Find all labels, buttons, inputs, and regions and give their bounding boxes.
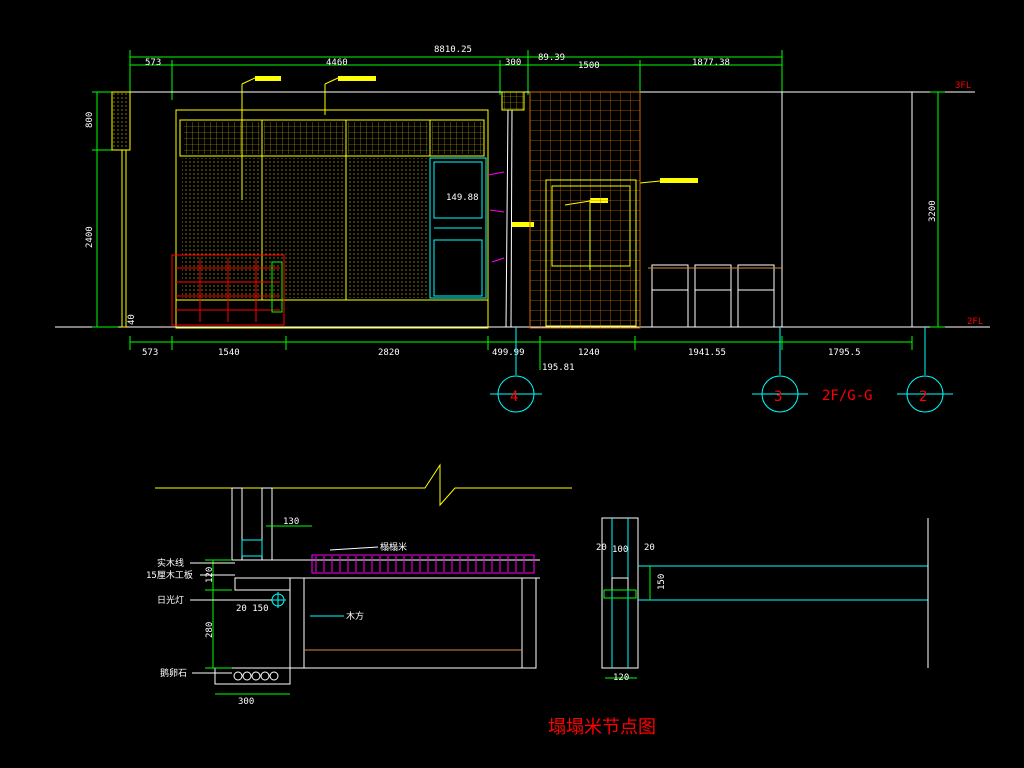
frame-section-detail: 20 100 20 150 120 <box>596 517 929 683</box>
dim-bottom-4: 1240 <box>578 348 600 358</box>
dim-left-2: 40 <box>127 314 137 325</box>
dim-top-3: 1500 <box>578 61 600 71</box>
dim-top-0: 573 <box>145 58 161 68</box>
label-wood-molding: 实木线 <box>157 557 184 569</box>
axis-4: 4 <box>510 389 518 405</box>
dim-detail-300: 300 <box>238 697 254 707</box>
glass-door: 149.88 <box>429 157 487 299</box>
dim-bottom-0: 573 <box>142 348 158 358</box>
dim-door: 149.88 <box>446 193 479 203</box>
label-wood-joist: 木方 <box>346 610 364 622</box>
red-cabinet <box>171 254 285 326</box>
inner-doorway <box>545 179 637 327</box>
dim-top-total: 8810.25 <box>434 45 472 55</box>
dim-detail-120: 120 <box>205 567 215 583</box>
dim-frame-100: 100 <box>612 545 628 555</box>
axis-3: 3 <box>774 389 782 405</box>
top-dimension-chain: 8810.25 89.39 573 4460 300 1500 1877.38 <box>129 45 783 100</box>
break-line <box>155 463 572 507</box>
dim-frame-20a: 20 <box>596 543 607 553</box>
left-pillar-top <box>111 91 131 151</box>
dim-frame-120: 120 <box>613 673 629 683</box>
level-2fl: 2FL <box>967 317 983 327</box>
dim-top-2: 300 <box>505 58 521 68</box>
bottom-dimension-chain: 573 1540 2820 499.99 1240 1941.55 1795.5… <box>129 336 913 373</box>
label-plywood: 15厘木工板 <box>146 569 193 581</box>
dim-bottom-small: 195.81 <box>542 363 575 373</box>
tatami-mat-hatch <box>315 556 525 572</box>
dim-detail-20-150: 20 150 <box>236 604 269 614</box>
dim-frame-20b: 20 <box>644 543 655 553</box>
axis-section-label: 2F/G-G <box>822 388 873 404</box>
axis-markers: 4 3 2F/G-G 2 <box>490 327 953 413</box>
dim-top-4: 1877.38 <box>692 58 730 68</box>
dim-right: 3200 <box>928 200 938 222</box>
label-fluorescent: 日光灯 <box>157 594 184 606</box>
sliding-screen-wall <box>175 109 489 329</box>
label-pebbles: 鹅卵石 <box>160 667 187 679</box>
level-3fl: 3FL <box>955 81 971 91</box>
tatami-section-detail: 实木线 15厘木工板 日光灯 鹅卵石 木方 榻榻米 120 280 20 150… <box>146 463 572 707</box>
dim-left-0: 800 <box>85 112 95 128</box>
grid-wall <box>529 91 641 329</box>
dim-detail-130: 130 <box>283 517 299 527</box>
dim-top-1: 4460 <box>326 58 348 68</box>
dim-bottom-3: 499.99 <box>492 348 525 358</box>
left-pillar-post <box>121 149 127 328</box>
right-dimension: 3200 <box>928 91 945 328</box>
axis-2: 2 <box>919 389 927 405</box>
dining-chairs <box>648 264 782 328</box>
dim-bottom-6: 1795.5 <box>828 348 861 358</box>
dim-frame-150: 150 <box>657 574 667 590</box>
dim-left-1: 2400 <box>85 226 95 248</box>
dim-bottom-1: 1540 <box>218 348 240 358</box>
dim-top-small: 89.39 <box>538 53 565 63</box>
label-tatami: 榻榻米 <box>380 541 407 553</box>
dim-detail-280: 280 <box>205 622 215 638</box>
detail-title: 塌塌米节点图 <box>548 717 656 738</box>
elevation-view: 8810.25 89.39 573 4460 300 1500 1877.38 … <box>55 45 990 413</box>
dim-bottom-2: 2820 <box>378 348 400 358</box>
central-column <box>487 91 525 328</box>
left-dimension-chain: 800 2400 40 <box>85 91 137 328</box>
dim-bottom-5: 1941.55 <box>688 348 726 358</box>
pebbles <box>233 671 279 681</box>
